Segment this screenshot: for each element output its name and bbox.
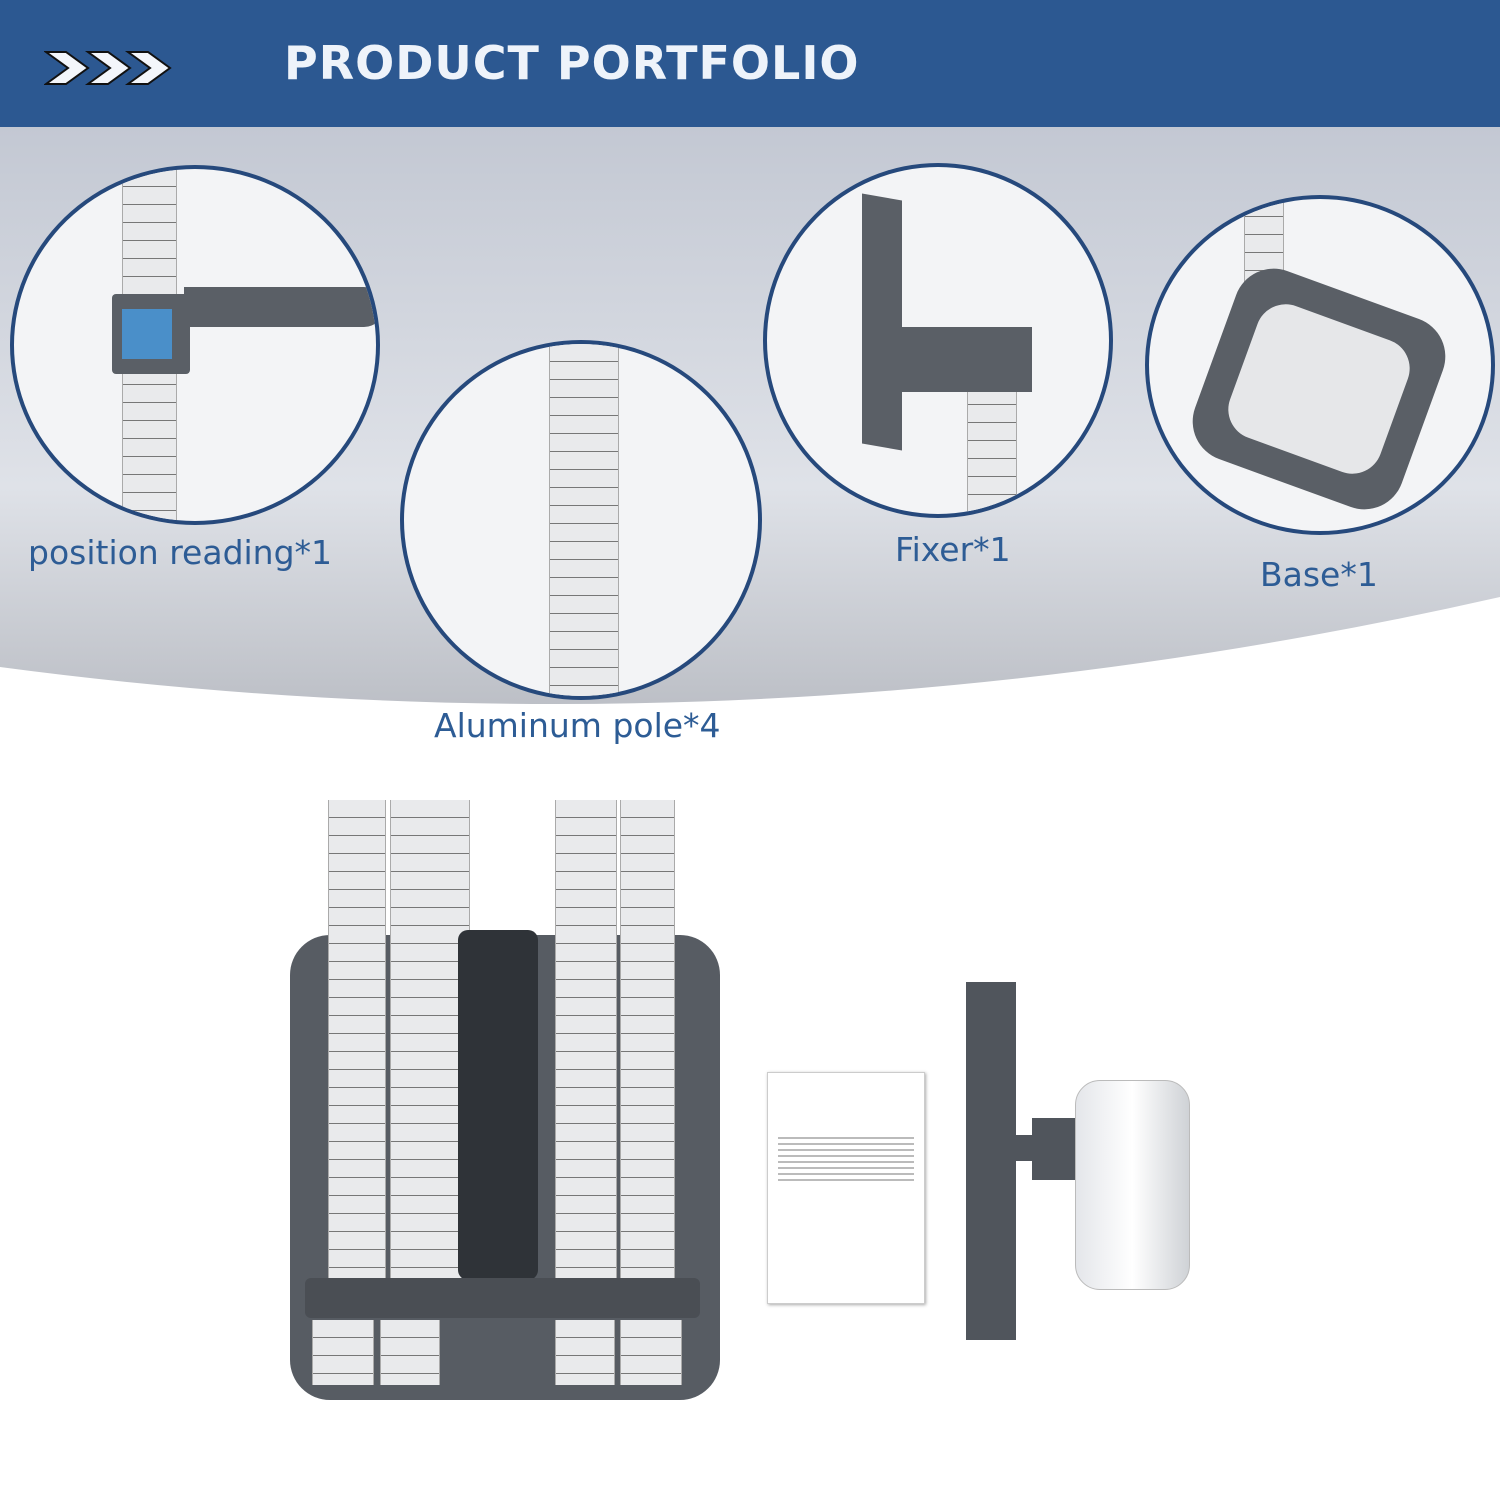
position-reading-photo <box>10 165 380 525</box>
header-banner: PRODUCT PORTFOLIO <box>0 0 1500 127</box>
aluminum-pole-photo <box>400 340 762 700</box>
band-curve <box>0 597 1500 727</box>
label-fixer: Fixer*1 <box>895 530 1011 569</box>
base-photo <box>1145 195 1495 535</box>
fixer-photo <box>763 163 1113 518</box>
label-position-reading: position reading*1 <box>28 533 333 572</box>
instruction-manual-photo <box>767 1072 925 1304</box>
page-title: PRODUCT PORTFOLIO <box>284 36 860 90</box>
label-aluminum-pole: Aluminum pole*4 <box>434 706 721 745</box>
triple-chevron-right-icon <box>44 51 172 85</box>
label-base: Base*1 <box>1260 555 1378 594</box>
